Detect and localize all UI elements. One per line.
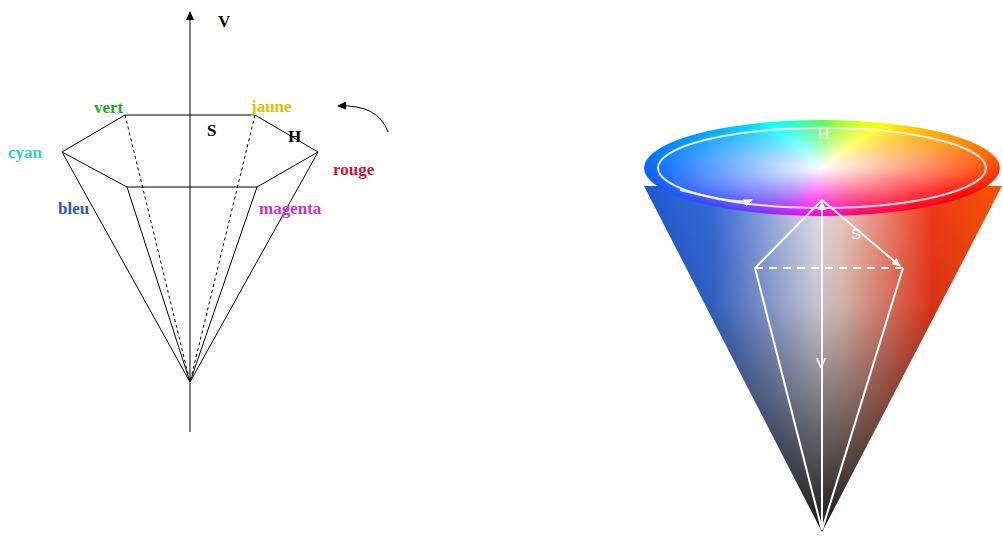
color-label: magenta bbox=[259, 200, 321, 217]
axis-label: S bbox=[851, 226, 861, 241]
color-label: bleu bbox=[58, 200, 89, 217]
axis-label: H bbox=[818, 126, 829, 141]
axis-label: V bbox=[218, 13, 230, 30]
axis-label: H bbox=[288, 128, 301, 145]
axis-label: V bbox=[816, 355, 826, 370]
color-label: jaune bbox=[251, 98, 292, 115]
color-label: rouge bbox=[333, 161, 374, 178]
color-label: cyan bbox=[8, 144, 42, 161]
cone-guides bbox=[658, 128, 986, 530]
hexcone bbox=[62, 12, 388, 432]
axis-label: S bbox=[207, 122, 216, 139]
color-label: vert bbox=[94, 99, 123, 116]
